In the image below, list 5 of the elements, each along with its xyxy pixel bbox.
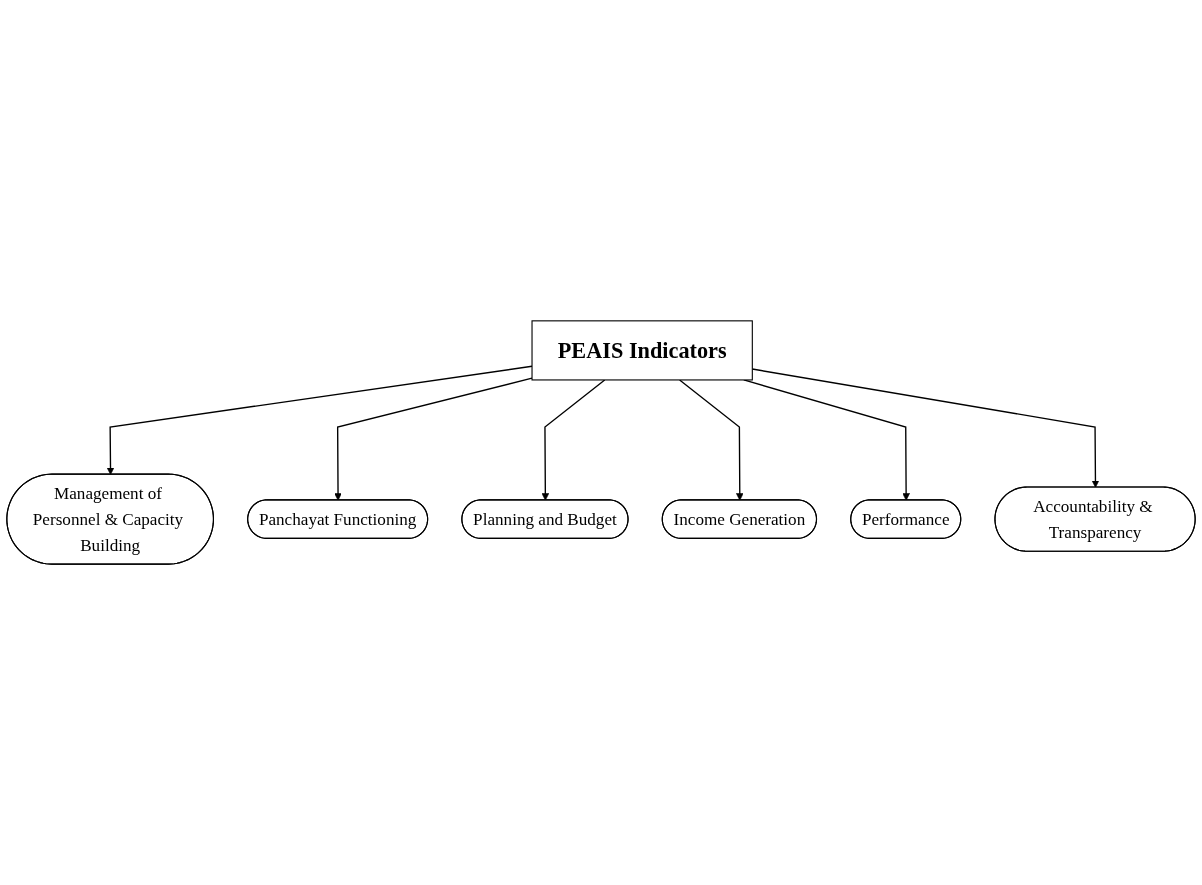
node-box: PEAIS Indicators xyxy=(531,320,753,381)
arrow xyxy=(334,377,533,501)
arrow xyxy=(541,379,606,501)
arrow xyxy=(678,379,744,501)
arrow xyxy=(106,365,533,475)
